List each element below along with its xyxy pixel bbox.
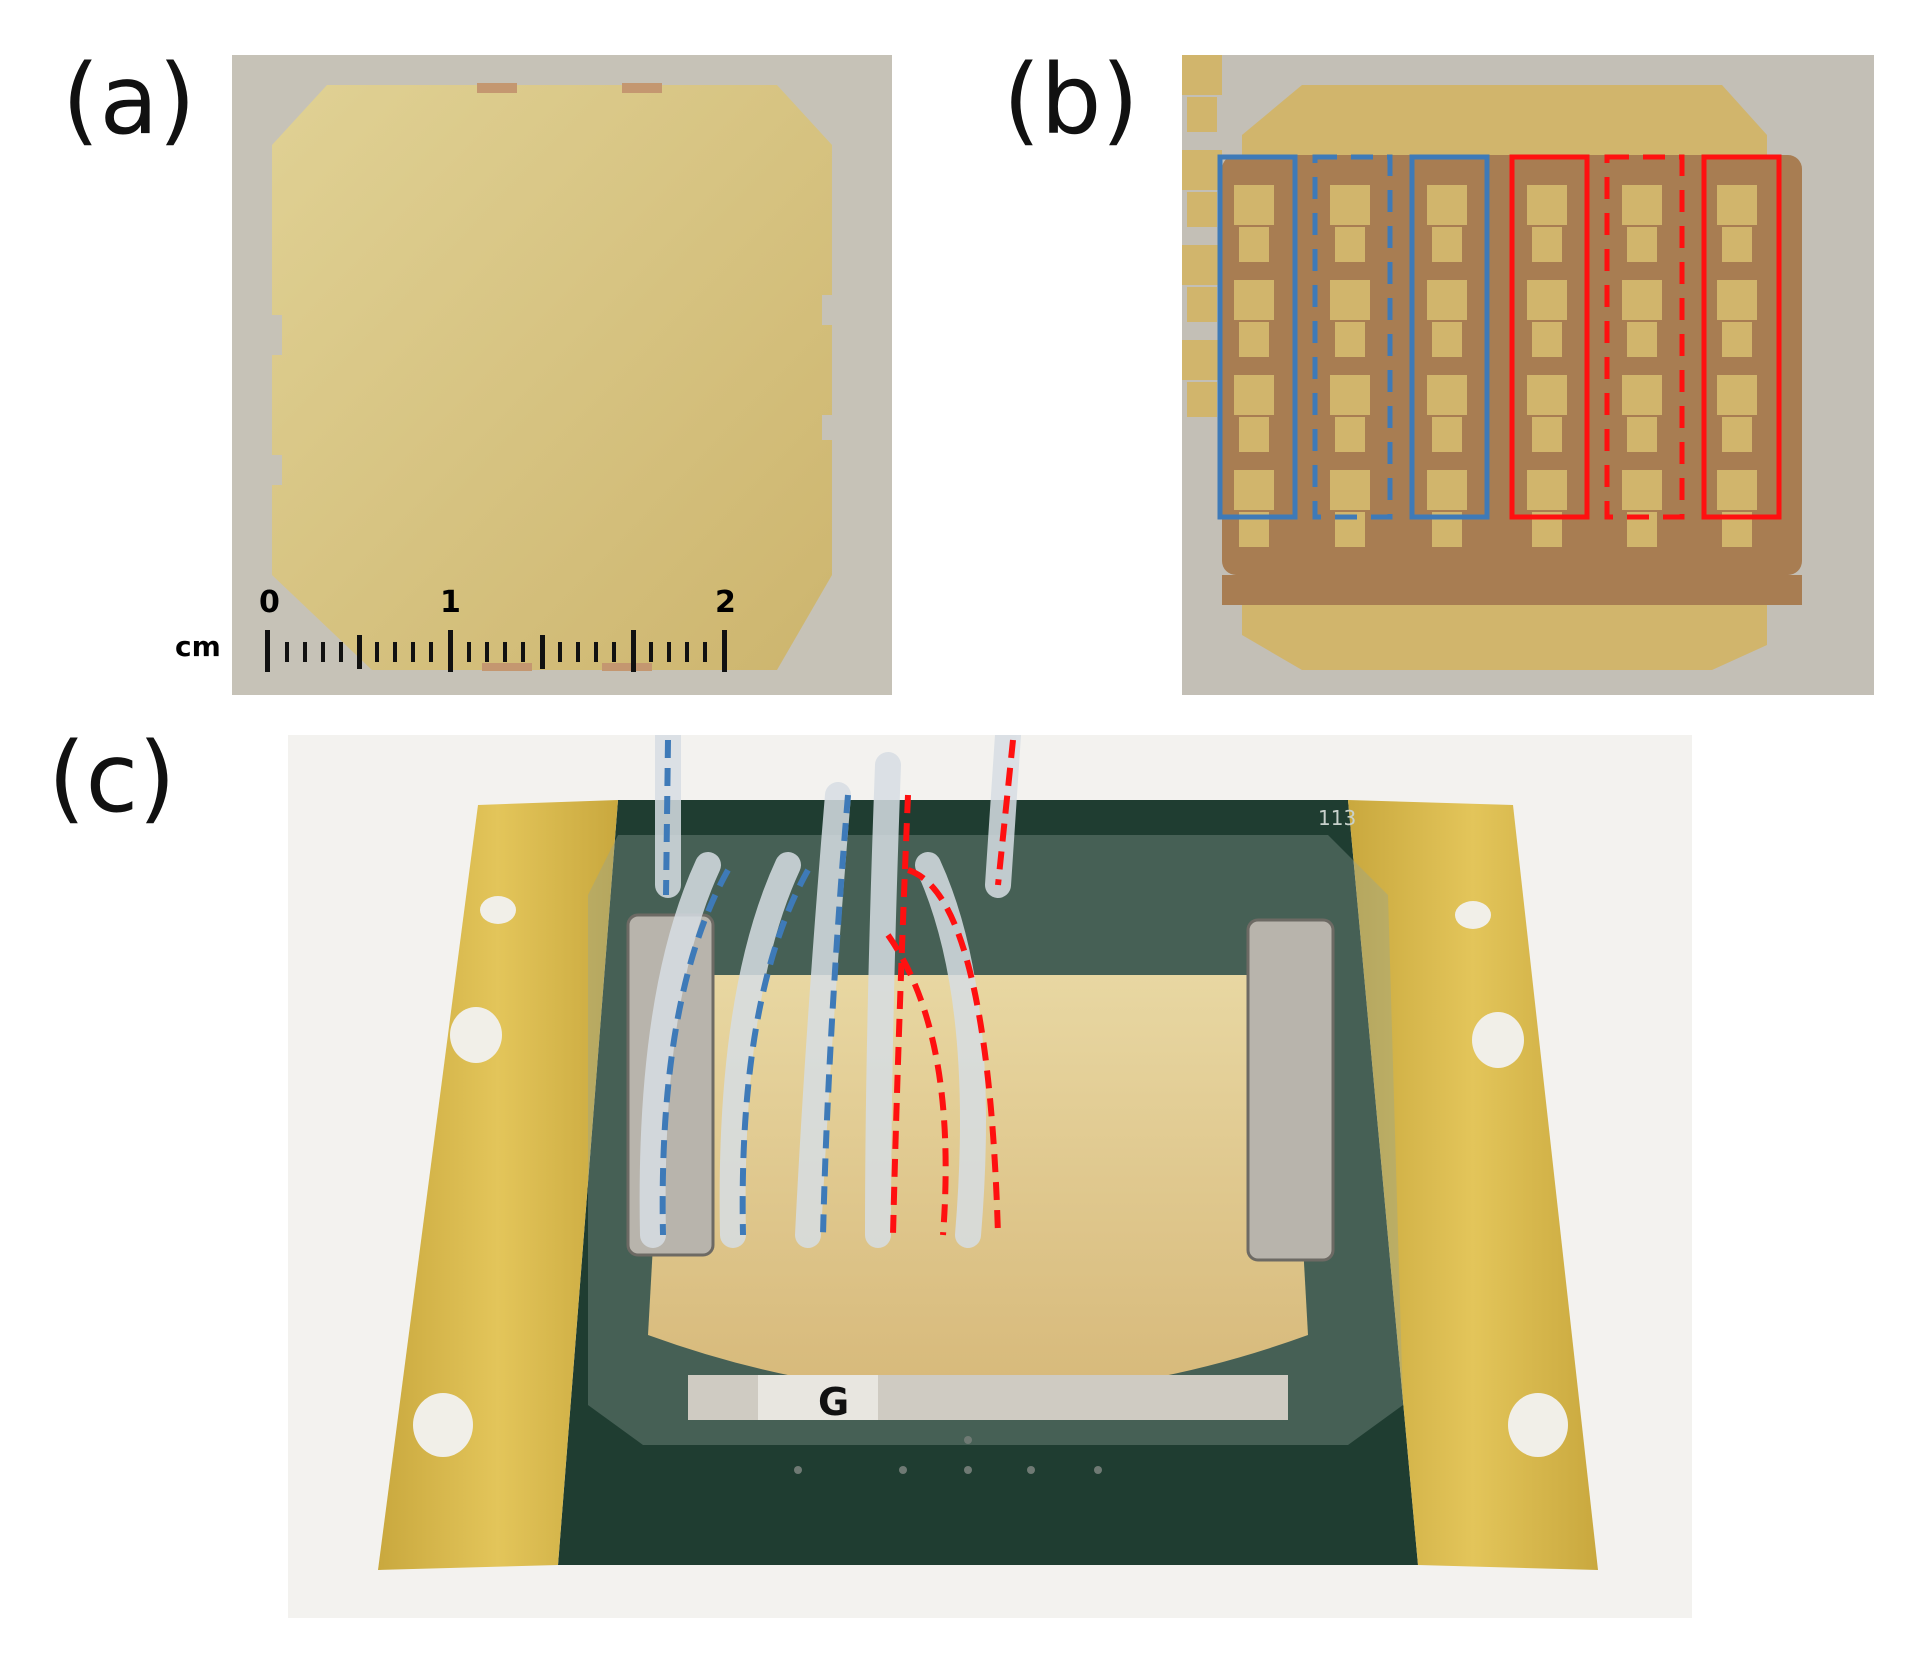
- scale-tick-0: 0: [259, 585, 280, 620]
- panel-label-a: (a): [62, 44, 196, 156]
- scale-tick-2: 2: [715, 585, 736, 620]
- scale-bar: cm 0 1 2: [165, 585, 965, 685]
- scale-unit: cm: [175, 630, 221, 663]
- panel-label-b: (b): [1003, 44, 1139, 156]
- scale-tick-1: 1: [440, 585, 461, 620]
- marking-g: G: [818, 1380, 849, 1424]
- panel-b-photo: [1182, 55, 1874, 695]
- panel-label-c: (c): [48, 722, 176, 834]
- svg-text:113: 113: [1318, 806, 1356, 830]
- panel-c-photo: G 113: [288, 735, 1692, 1618]
- panel-a-photo: [232, 55, 892, 695]
